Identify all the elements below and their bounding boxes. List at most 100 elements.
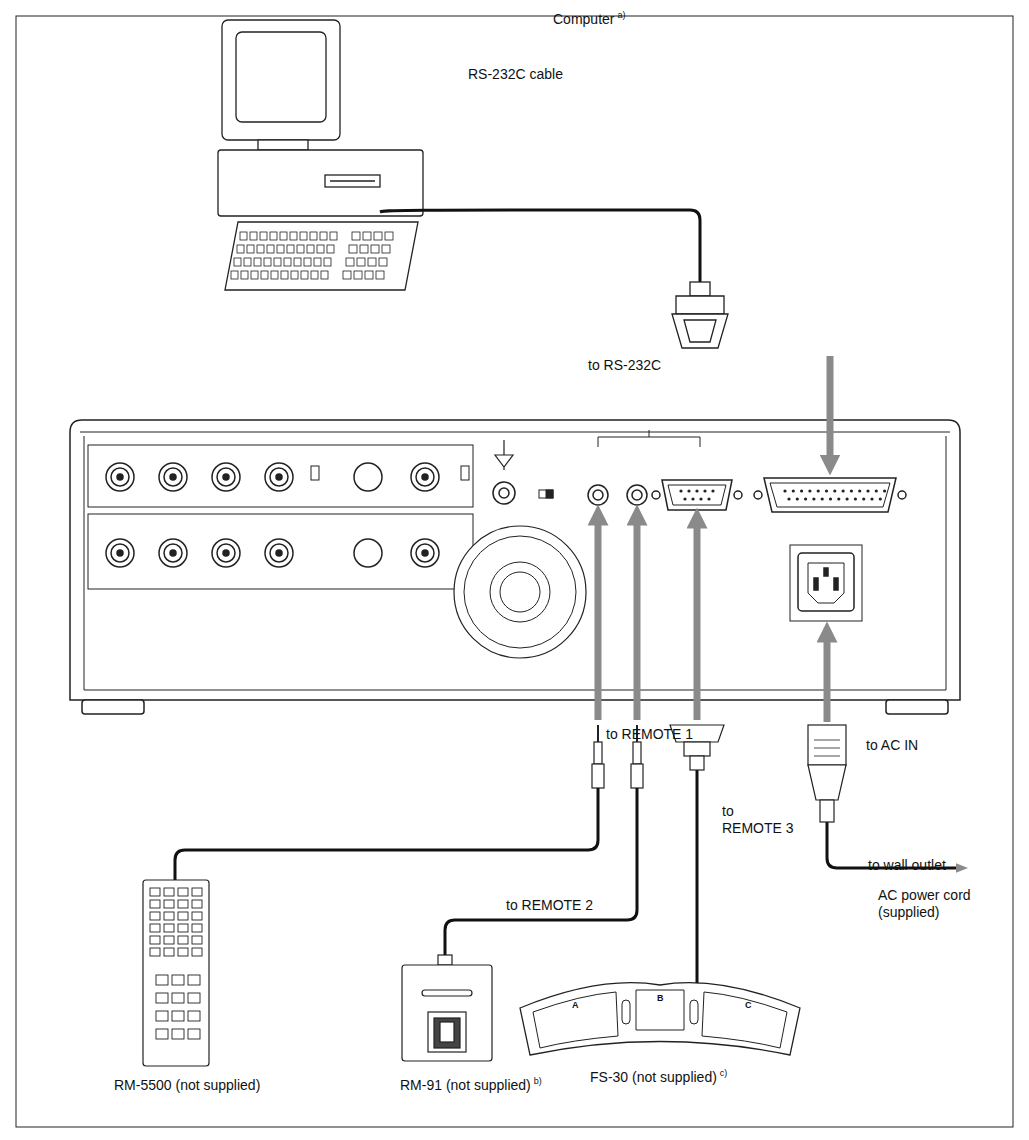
rm-5500-drawing-part-part [188,1011,200,1021]
computer-drawing-part-part [240,232,247,240]
rear-panel-part-part [879,497,882,500]
computer-drawing-part-part [354,271,362,279]
footnote-mark: b) [534,1076,542,1086]
rear-panel-part [495,440,513,470]
computer-drawing-part-part [270,232,277,240]
computer-drawing-part-part [374,232,382,240]
ac-plug-part [820,800,834,822]
rm-5500-drawing-part-part [192,936,202,944]
rear-panel-part [88,445,473,507]
connector-label: to wall outlet [868,857,946,874]
computer-drawing-part-part [357,258,365,266]
rear-panel-part-part [707,497,710,500]
rm-91-drawing-part [438,955,452,965]
rear-panel-part-part [111,544,129,562]
rm-5500-drawing-part-part [192,912,202,920]
rear-panel-part-part [787,497,790,500]
rear-panel-part-part [829,497,832,500]
computer-drawing-part-part [287,245,294,253]
rm-5500-drawing-part-part [164,912,174,920]
pedal-letter: C [745,1000,752,1010]
rs232c-plug [672,282,728,348]
computer-drawing-part-part [304,258,311,266]
rear-panel-part-part [422,474,428,480]
rm-5500-drawing-part-part [150,900,160,908]
rm-5500-drawing-part [150,888,202,1039]
rear-panel-part [790,545,862,621]
rear-panel-part-part [265,463,293,491]
rm-5500-drawing-part-part [156,1029,168,1039]
rear-panel-part-part [170,474,176,480]
computer-drawing-part-part [290,232,297,240]
rear-panel-part-part [842,489,845,492]
rear-panel-part [886,700,948,714]
computer-drawing-part-part [310,232,317,240]
rear-panel-part [770,483,890,507]
computer-drawing-part-part [274,258,281,266]
rm-5500-drawing-part-part [178,936,188,944]
rear-panel-part [627,485,647,505]
device-name: RM-5500 (not supplied) [114,1077,260,1093]
rm-5500-drawing-part-part [164,936,174,944]
rear-panel-part-part [164,544,182,562]
remote-label: RM-5500 (not supplied) [114,1076,260,1094]
rs232c-plug-part [672,314,728,348]
computer-drawing-part [325,175,380,187]
computer-drawing-part-part [300,232,307,240]
rear-panel-part [754,491,762,499]
fs-30-drawing-part [622,1000,630,1024]
rm-91-drawing-part [422,990,472,996]
rear-panel-part-part [695,489,698,492]
fs-30-drawing-part [533,992,618,1048]
computer-drawing-part-part [314,258,321,266]
computer-drawing-part-part [307,245,314,253]
rear-panel-part-part [212,463,240,491]
rear-panel-part-part [711,489,714,492]
rear-panel-part-part [159,539,187,567]
rear-panel-part-part [276,474,282,480]
rm-5500-drawing-part-part [172,1011,184,1021]
connector-label: to REMOTE 3 [722,803,794,837]
rear-panel-part [461,466,469,480]
computer-drawing-part-part [260,232,267,240]
rear-panel-part-part [223,474,229,480]
rs232c-cable [380,210,700,282]
rs232c-plug-part [690,282,710,296]
rm-5500-drawing-part-part [164,900,174,908]
computer-drawing-part [330,180,375,181]
computer-drawing-part-part [271,271,278,279]
computer-drawing-part-part [231,271,238,279]
device-name: Computer [553,11,614,27]
rear-panel-part-part [265,539,293,567]
rear-panel-part [499,488,509,498]
rm-5500-drawing-part-part [164,948,174,956]
rm-5500-drawing-part-part [150,924,160,932]
rear-panel-part-part [212,539,240,567]
computer-drawing-part-part [365,271,373,279]
rm-5500-drawing-part-part [188,993,200,1003]
rm-5500-drawing-part-part [188,975,200,985]
rm-91-drawing-part [434,1018,460,1048]
rm-5500-drawing [143,880,209,1066]
computer-drawing-part-part [301,271,308,279]
connector-label: to AC IN [866,737,918,754]
computer-label: Computera) [553,10,625,28]
rear-panel-part-part [683,497,686,500]
rm-5500-drawing-part-part [192,948,202,956]
computer-drawing-part-part [257,245,264,253]
rm-5500-drawing-part-part [164,924,174,932]
cable-part [696,770,699,985]
rm-5500-drawing-part-part [156,993,168,1003]
computer-drawing-part-part [324,258,331,266]
rear-panel-part-part [223,550,229,556]
rear-panel-part [668,485,726,505]
rear-panel-part-part [164,468,182,486]
connector-label: to REMOTE 2 [506,897,593,914]
rear-panel-part [834,578,838,590]
computer-drawing-part-part [261,271,268,279]
rear-panel-part-part [825,489,828,492]
dsub-plug-part [684,742,710,756]
ac-plug-part [814,740,840,756]
rear-panel-part [808,563,844,603]
computer-drawing-part [236,32,326,122]
